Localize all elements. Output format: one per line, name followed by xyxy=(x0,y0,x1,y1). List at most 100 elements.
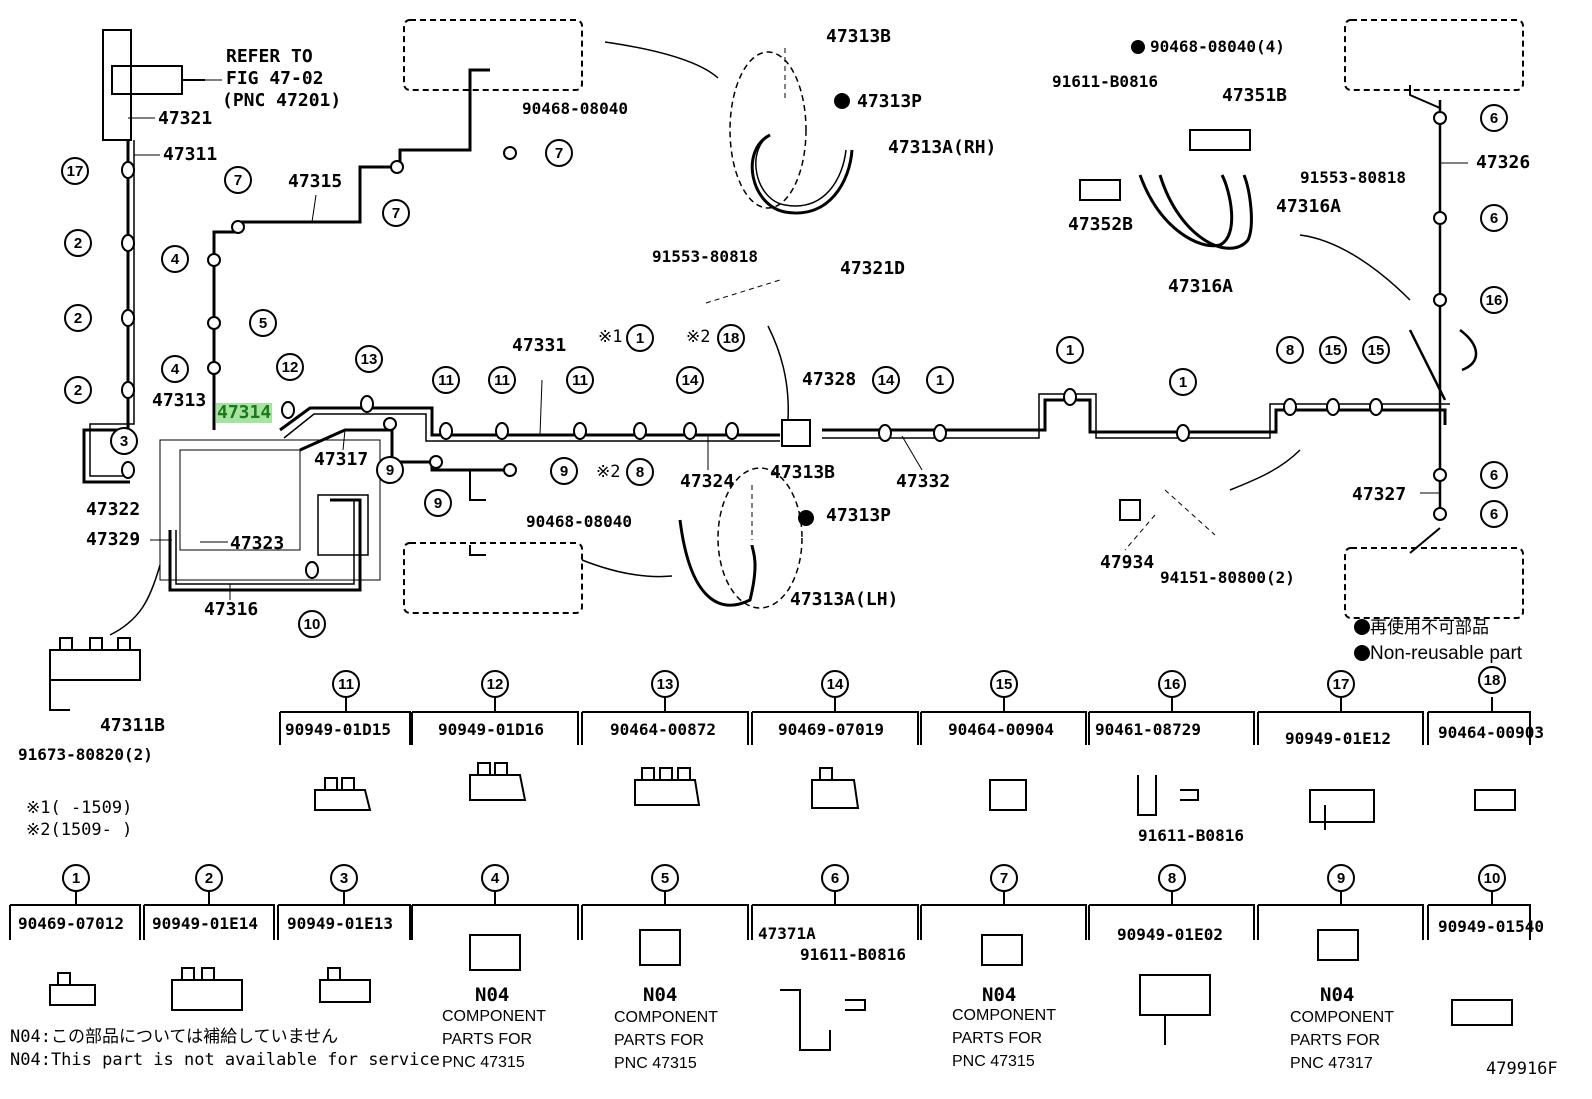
table-callout-17: 17 xyxy=(1327,670,1355,698)
callout-6: 6 xyxy=(1480,204,1508,232)
note-2: ※2(1509- ) xyxy=(26,820,133,840)
table-callout-11: 11 xyxy=(332,670,360,698)
table-comp-4-l2: PARTS FOR xyxy=(442,1031,533,1048)
part-47332: 47332 xyxy=(896,471,951,492)
callout-14: 14 xyxy=(676,366,704,394)
callout-6: 6 xyxy=(1480,500,1508,528)
callout-1: 1 xyxy=(1056,336,1084,364)
part-47321d: 47321D xyxy=(840,258,906,279)
part-47328: 47328 xyxy=(802,369,857,390)
callout-15: 15 xyxy=(1319,336,1347,364)
table-callout-9: 9 xyxy=(1327,864,1355,892)
refer-to-line3: (PNC 47201) xyxy=(222,90,342,111)
part-47313b-bottom: 47313B xyxy=(770,462,836,483)
table-comp-5-l2: PARTS FOR xyxy=(614,1032,705,1049)
note-1: ※1( -1509) xyxy=(26,798,133,818)
callout-14: 14 xyxy=(872,366,900,394)
callout-12: 12 xyxy=(276,353,304,381)
part-47329: 47329 xyxy=(86,529,141,550)
part-91673-80820: 91673-80820(2) xyxy=(18,745,153,764)
table-callout-6: 6 xyxy=(821,864,849,892)
table-callout-16: 16 xyxy=(1158,670,1186,698)
table-callout-4: 4 xyxy=(481,864,509,892)
part-94151-80800-2: 94151-80800(2) xyxy=(1160,568,1295,587)
table-callout-18: 18 xyxy=(1478,666,1506,694)
table-callout-15: 15 xyxy=(990,670,1018,698)
table-code-17: 90949-01E12 xyxy=(1285,729,1391,748)
part-47321: 47321 xyxy=(158,108,213,129)
table-callout-13: 13 xyxy=(651,670,679,698)
part-91611-b0816-top: 91611-B0816 xyxy=(1052,72,1158,91)
callout-15: 15 xyxy=(1362,336,1390,364)
part-47313p-top: 47313P xyxy=(857,91,923,112)
callout-11: 11 xyxy=(432,366,460,394)
part-47331: 47331 xyxy=(512,335,567,356)
table-n04-4: N04 xyxy=(475,984,510,1006)
table-callout-7: 7 xyxy=(990,864,1018,892)
table-callout-5: 5 xyxy=(651,864,679,892)
table-sub-6: 91611-B0816 xyxy=(800,945,906,964)
table-comp-5-l3: PNC 47315 xyxy=(614,1055,697,1072)
part-47314-highlighted[interactable]: 47314 xyxy=(216,402,273,423)
table-code-6: 47371A xyxy=(758,924,816,943)
callout-1: 1 xyxy=(626,324,654,352)
table-callout-1: 1 xyxy=(62,864,90,892)
part-47326: 47326 xyxy=(1476,152,1531,173)
mark-2-bottom: ※2 xyxy=(596,462,621,482)
table-callout-14: 14 xyxy=(821,670,849,698)
table-n04-7: N04 xyxy=(982,984,1017,1006)
table-n04-5: N04 xyxy=(643,984,678,1006)
table-code-15: 90464-00904 xyxy=(948,720,1054,739)
part-91553-80818-mid: 91553-80818 xyxy=(652,247,758,266)
callout-9: 9 xyxy=(550,457,578,485)
part-47322: 47322 xyxy=(86,499,141,520)
table-comp-9-l1: COMPONENT xyxy=(1290,1009,1394,1026)
part-47327: 47327 xyxy=(1352,484,1407,505)
callout-18: 18 xyxy=(717,324,745,352)
part-90468-08040-top: 90468-08040 xyxy=(522,99,628,118)
callout-2: 2 xyxy=(64,229,92,257)
refer-to-line2: FIG 47-02 xyxy=(226,68,324,89)
callout-4: 4 xyxy=(161,245,189,273)
callout-7: 7 xyxy=(224,166,252,194)
table-comp-4-l1: COMPONENT xyxy=(442,1008,546,1025)
table-code-8: 90949-01E02 xyxy=(1117,925,1223,944)
part-47934: 47934 xyxy=(1100,552,1155,573)
callout-2: 2 xyxy=(64,304,92,332)
mark-1: ※1 xyxy=(598,327,623,347)
table-code-18: 90464-00903 xyxy=(1438,723,1544,742)
callout-7: 7 xyxy=(545,139,573,167)
footer-jp: N04:この部品については補給していません xyxy=(10,1027,339,1047)
table-comp-5-l1: COMPONENT xyxy=(614,1009,718,1026)
part-47313p-bottom: 47313P xyxy=(826,505,892,526)
table-callout-12: 12 xyxy=(481,670,509,698)
callout-3: 3 xyxy=(110,427,138,455)
table-callout-2: 2 xyxy=(195,864,223,892)
callout-17: 17 xyxy=(61,157,89,185)
table-code-2: 90949-01E14 xyxy=(152,914,258,933)
legend-jp: 再使用不可部品 xyxy=(1370,618,1489,637)
part-47311: 47311 xyxy=(163,144,218,165)
table-comp-7-l2: PARTS FOR xyxy=(952,1030,1043,1047)
part-91553-80818-right: 91553-80818 xyxy=(1300,168,1406,187)
part-47324: 47324 xyxy=(680,471,735,492)
callout-8: 8 xyxy=(626,458,654,486)
table-comp-7-l3: PNC 47315 xyxy=(952,1053,1035,1070)
callout-5: 5 xyxy=(249,309,277,337)
part-47316: 47316 xyxy=(204,599,259,620)
callout-1: 1 xyxy=(1169,368,1197,396)
table-code-13: 90464-00872 xyxy=(610,720,716,739)
table-callout-10: 10 xyxy=(1478,864,1506,892)
table-callout-8: 8 xyxy=(1158,864,1186,892)
table-code-11: 90949-01D15 xyxy=(285,720,391,739)
part-47323: 47323 xyxy=(230,533,285,554)
figure-number: 479916F xyxy=(1486,1059,1558,1079)
part-47313b-top: 47313B xyxy=(826,26,892,47)
part-47317: 47317 xyxy=(314,449,369,470)
part-47311b: 47311B xyxy=(100,715,166,736)
table-code-10: 90949-01540 xyxy=(1438,917,1544,936)
part-47313a-rh: 47313A(RH) xyxy=(888,137,997,158)
callout-16: 16 xyxy=(1480,286,1508,314)
table-comp-9-l3: PNC 47317 xyxy=(1290,1055,1373,1072)
